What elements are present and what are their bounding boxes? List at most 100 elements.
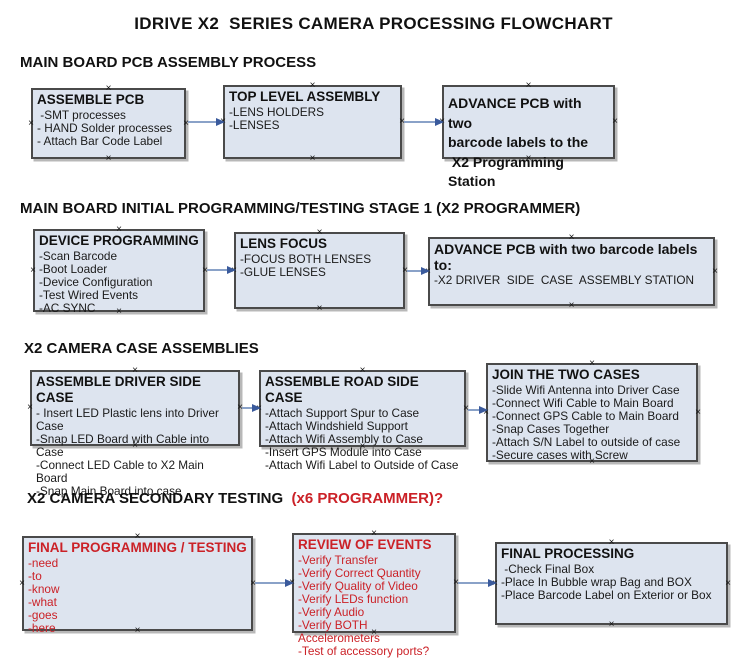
- connector-line: [404, 121, 436, 123]
- section-heading: X2 CAMERA CASE ASSEMBLIES: [24, 340, 259, 357]
- process-box: TOP LEVEL ASSEMBLY-LENS HOLDERS-LENSES × ×…: [220, 81, 405, 164]
- section-heading-suffix: (x6 PROGRAMMER)?: [283, 490, 444, 507]
- process-box-title: REVIEW OF EVENTS: [298, 537, 432, 552]
- process-box: ASSEMBLE ROAD SIDE CASE-Attach Support S…: [256, 366, 469, 472]
- arrowhead-icon: [285, 578, 294, 587]
- connector-line: [468, 409, 480, 411]
- arrowhead-icon: [488, 578, 497, 587]
- connection-handle-icon: ×: [19, 577, 25, 589]
- page-title: IDRIVE X2 SERIES CAMERA PROCESSING FLOWC…: [134, 14, 613, 33]
- connection-handle-icon: ×: [132, 440, 138, 451]
- connection-handle-icon: ×: [134, 531, 141, 542]
- connection-handle-icon: ×: [183, 117, 189, 129]
- process-box: LENS FOCUS-FOCUS BOTH LENSES-GLUE LENSES…: [231, 228, 408, 314]
- arrowhead-icon: [479, 405, 488, 414]
- section-heading-text: MAIN BOARD INITIAL PROGRAMMING/TESTING S…: [20, 200, 581, 217]
- process-box-title: TOP LEVEL ASSEMBLY: [229, 89, 381, 104]
- connection-handle-icon: ×: [30, 264, 36, 276]
- connection-handle-icon: ×: [525, 80, 532, 91]
- connection-handle-icon: ×: [589, 456, 595, 467]
- process-step: -Verify BOTH Accelerometers: [298, 618, 380, 645]
- process-box: ADVANCE PCB with two barcode labels to th…: [439, 81, 618, 190]
- process-box-title: LENS FOCUS: [240, 236, 328, 251]
- connection-handle-icon: ×: [525, 153, 532, 164]
- connection-handle-icon: ×: [237, 402, 243, 413]
- connection-handle-icon: ×: [202, 264, 208, 276]
- connection-handle-icon: ×: [568, 300, 575, 311]
- process-step: -LENS HOLDERS: [229, 105, 325, 119]
- section-heading: X2 CAMERA SECONDARY TESTING (x6 PROGRAMM…: [27, 490, 443, 507]
- process-step: -Scan Barcode: [39, 249, 118, 263]
- process-step: -LENSES: [229, 118, 280, 132]
- connection-handle-icon: ×: [116, 306, 122, 317]
- process-step: -Connect Wifi Cable to Main Board: [492, 396, 674, 410]
- connection-handle-icon: ×: [371, 627, 377, 638]
- process-step: - Attach Bar Code Label: [37, 134, 163, 148]
- process-step: -Attach Wifi Label to Outside of Case: [265, 458, 459, 472]
- process-box-title: ASSEMBLE ROAD SIDE CASE: [265, 374, 423, 405]
- process-step: -to: [28, 569, 42, 583]
- process-step: -Boot Loader: [39, 262, 108, 276]
- process-step: - HAND Solder processes: [37, 121, 173, 135]
- connector-line: [242, 407, 253, 409]
- connection-handle-icon: ×: [453, 577, 459, 588]
- arrowhead-icon: [421, 266, 430, 275]
- process-step: barcode labels to the: [448, 134, 589, 150]
- process-step: -Snap LED Board with Cable into Case: [36, 432, 213, 459]
- connection-handle-icon: ×: [359, 365, 366, 376]
- arrowhead-icon: [252, 403, 261, 412]
- process-step: -Insert GPS Module into Case: [265, 445, 422, 459]
- process-step: -Connect LED Cable to X2 Main Board: [36, 458, 208, 485]
- process-box-title: DEVICE PROGRAMMING: [39, 233, 199, 248]
- process-step: ADVANCE PCB with two: [448, 95, 586, 131]
- connection-handle-icon: ×: [402, 264, 408, 276]
- connector-line: [255, 582, 286, 584]
- connection-handle-icon: ×: [589, 358, 595, 369]
- process-step: -Place Barcode Label on Exterior or Box: [501, 588, 712, 602]
- connection-handle-icon: ×: [309, 80, 316, 91]
- connection-handle-icon: ×: [116, 224, 122, 235]
- arrowhead-icon: [435, 117, 444, 126]
- process-step: -Verify Transfer: [298, 553, 378, 567]
- process-step: -Attach Windshield Support: [265, 419, 408, 433]
- process-step: -Snap Main Board into case: [36, 484, 182, 498]
- process-step: -Test of accessory ports?: [298, 644, 430, 658]
- process-box-title: ASSEMBLE PCB: [37, 92, 145, 107]
- connection-handle-icon: ×: [316, 227, 323, 238]
- connection-handle-icon: ×: [134, 625, 141, 636]
- connection-handle-icon: ×: [725, 577, 731, 589]
- connection-handle-icon: ×: [316, 303, 323, 314]
- process-step: -what: [28, 595, 57, 609]
- process-box: FINAL PROCESSING -Check Final Box-Place …: [492, 538, 731, 630]
- section-heading-text: MAIN BOARD PCB ASSEMBLY PROCESS: [20, 54, 317, 71]
- section-heading-text: X2 CAMERA CASE ASSEMBLIES: [24, 340, 259, 357]
- process-step: -here: [28, 621, 56, 635]
- process-step: -Verify LEDs function: [298, 592, 409, 606]
- connection-handle-icon: ×: [250, 577, 256, 589]
- process-step: -FOCUS BOTH LENSES: [240, 252, 372, 266]
- process-step: -know: [28, 582, 60, 596]
- connection-handle-icon: ×: [27, 402, 33, 413]
- process-step: -Attach Wifi Assembly to Case: [265, 432, 423, 446]
- process-step: -SMT processes: [37, 108, 126, 122]
- connection-handle-icon: ×: [309, 153, 316, 164]
- section-heading-text: X2 CAMERA SECONDARY TESTING: [27, 490, 284, 507]
- arrowhead-icon: [216, 117, 225, 126]
- process-step: -AC SYNC: [39, 301, 96, 315]
- connector-line: [188, 121, 217, 123]
- process-step: -Device Configuration: [39, 275, 153, 289]
- process-step: -goes: [28, 608, 58, 622]
- process-box: ADVANCE PCB with two barcode labels to:-…: [425, 233, 718, 311]
- process-step: -Snap Cases Together: [492, 422, 610, 436]
- process-step: -GLUE LENSES: [240, 265, 326, 279]
- connection-handle-icon: ×: [463, 402, 469, 414]
- connection-handle-icon: ×: [105, 83, 112, 94]
- process-step: -Verify Quality of Video: [298, 579, 418, 593]
- process-step: -Slide Wifi Antenna into Driver Case: [492, 383, 680, 397]
- process-box-title: ASSEMBLE DRIVER SIDE CASE: [36, 374, 205, 405]
- connection-handle-icon: ×: [359, 441, 366, 452]
- process-box: JOIN THE TWO CASES-Slide Wifi Antenna in…: [483, 359, 701, 467]
- process-step: -Place In Bubble wrap Bag and BOX: [501, 575, 692, 589]
- connection-handle-icon: ×: [568, 232, 575, 243]
